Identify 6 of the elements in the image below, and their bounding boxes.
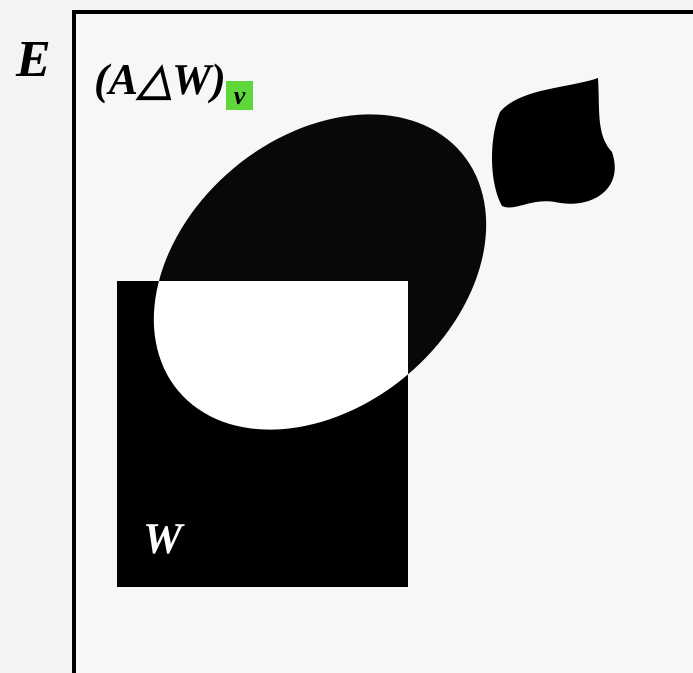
set-label: E [16, 34, 51, 86]
set-ellipse [154, 114, 486, 430]
universe-frame [72, 10, 693, 673]
set-expression: (A△W)$_{v}$ [94, 58, 254, 109]
blob-shape [492, 78, 615, 208]
set-label: W [143, 517, 182, 561]
